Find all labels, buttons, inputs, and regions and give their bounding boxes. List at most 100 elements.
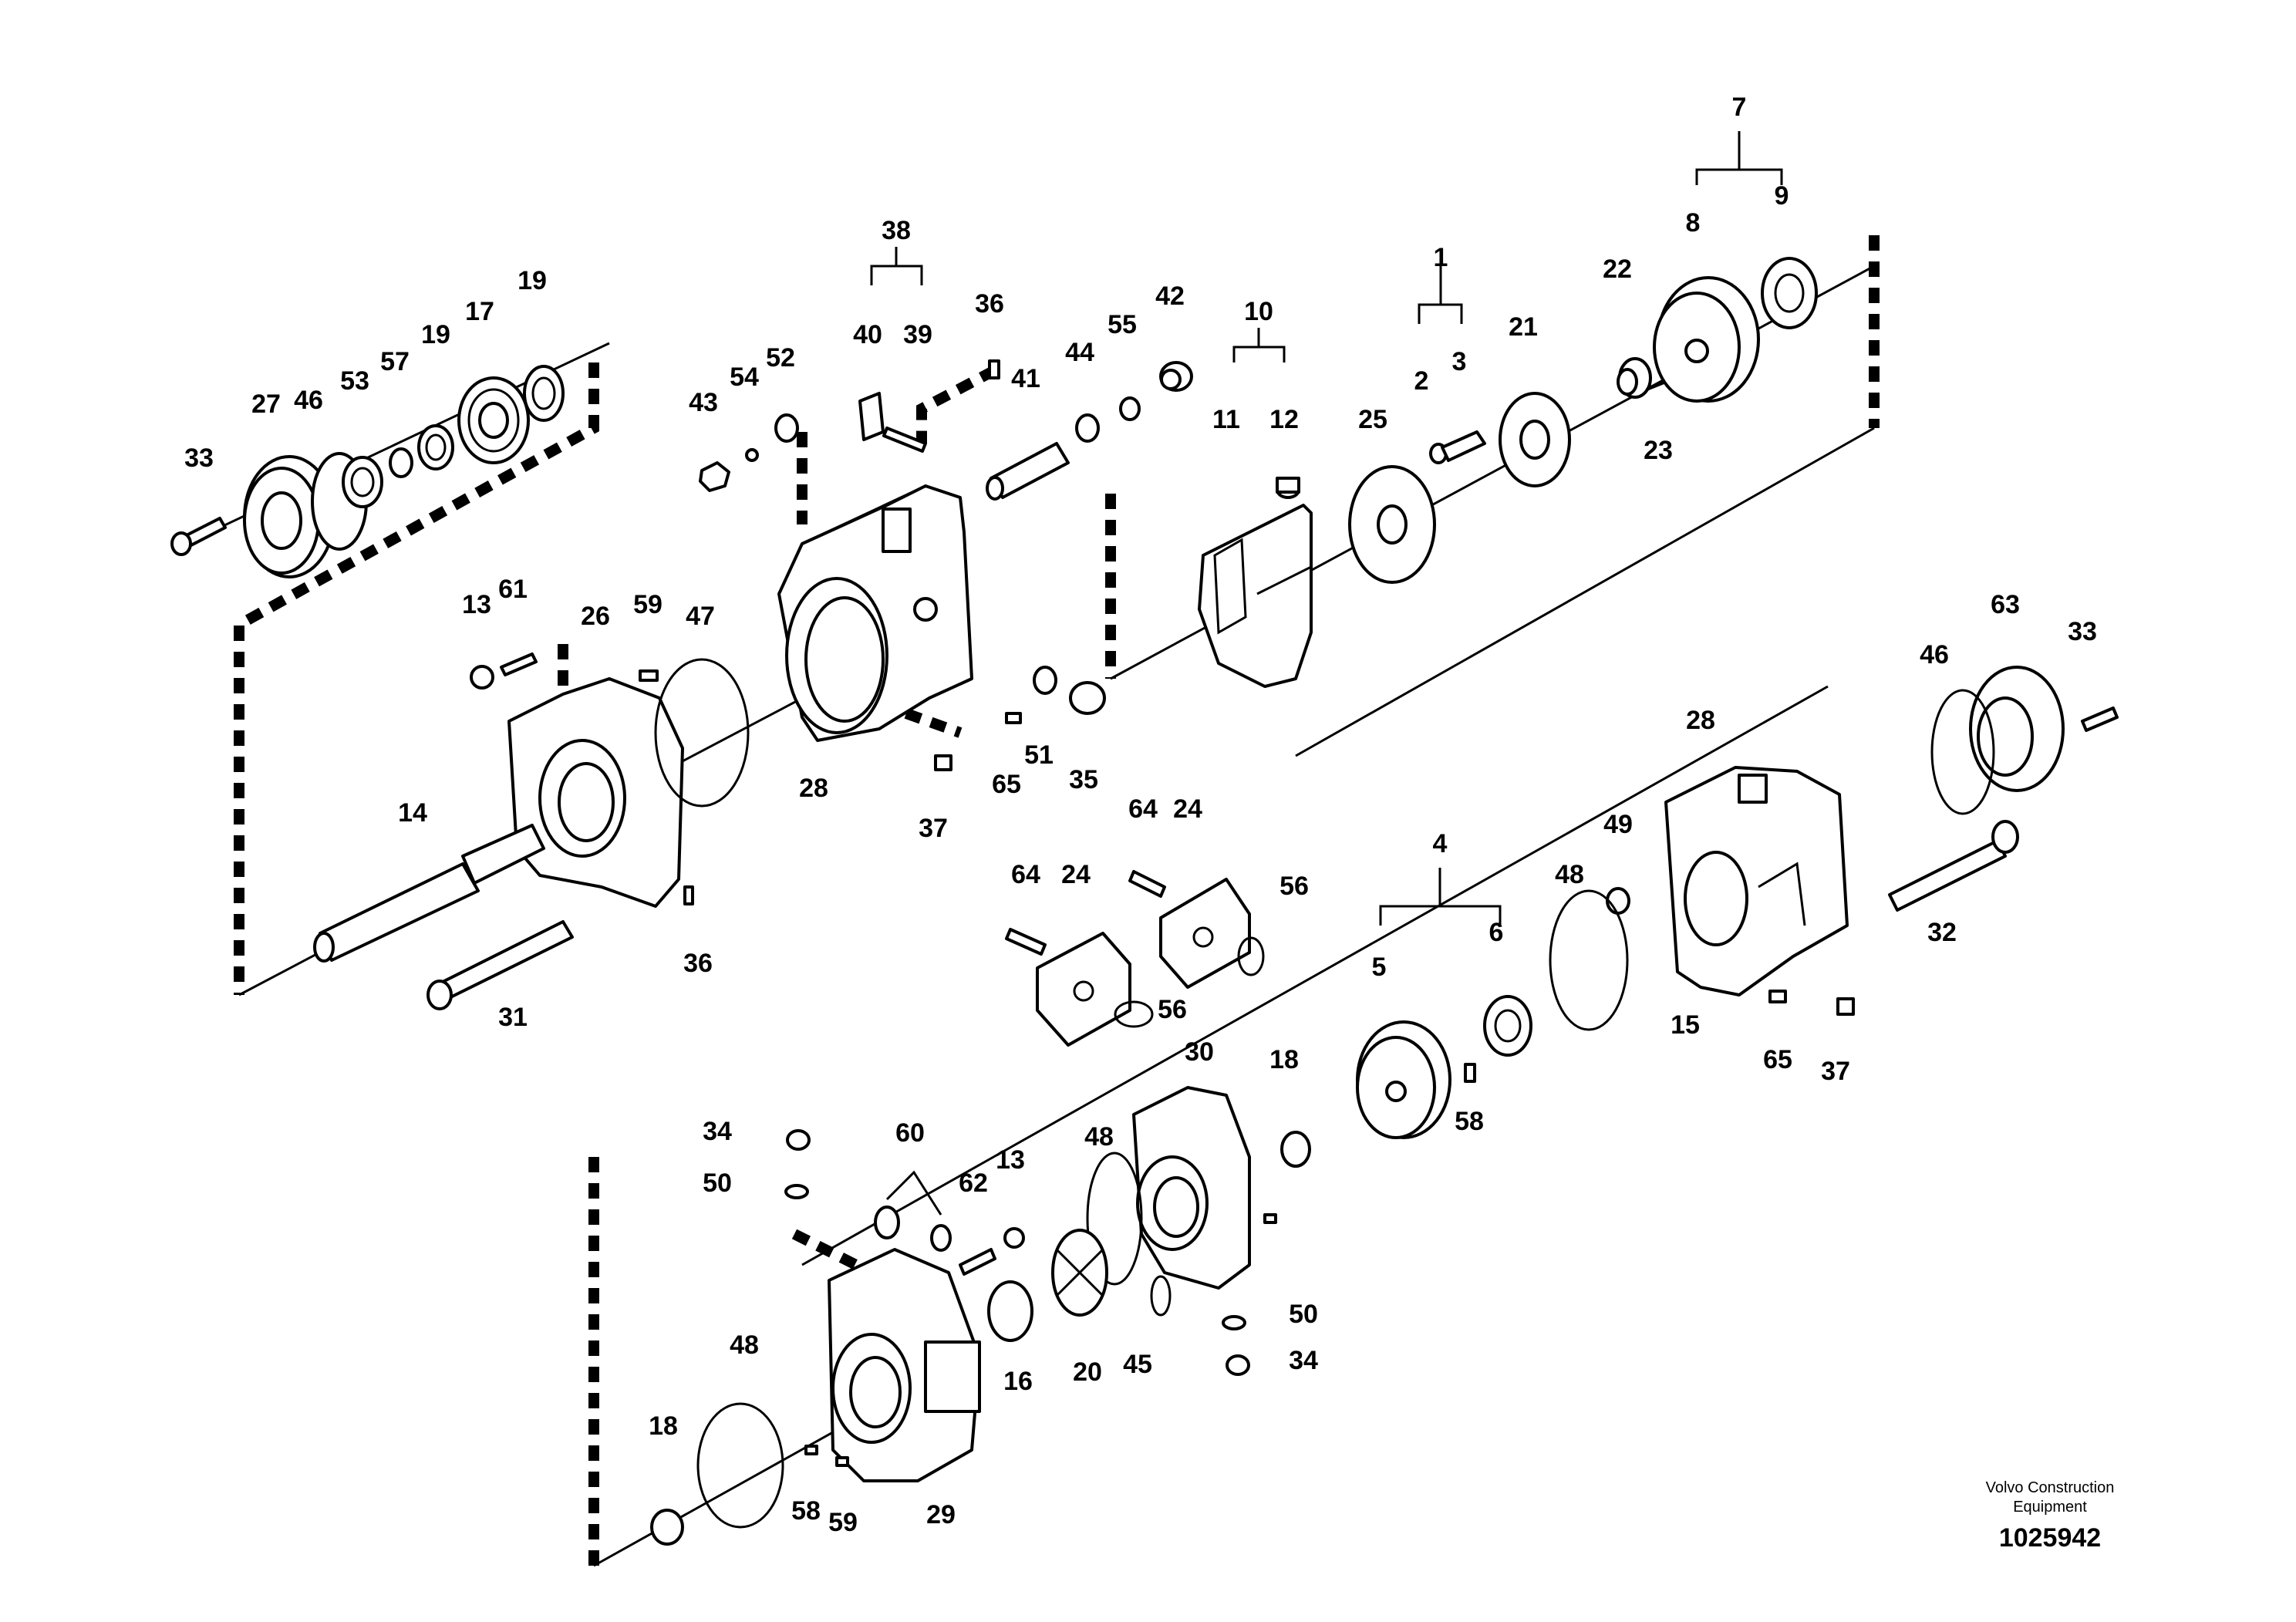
nut-13-bottom bbox=[1003, 1227, 1025, 1249]
callout: 12 bbox=[1269, 405, 1299, 434]
pin-54 bbox=[745, 448, 759, 462]
callout: 11 bbox=[1212, 405, 1240, 434]
pin-39 bbox=[882, 427, 927, 453]
gear-20 bbox=[1051, 1229, 1108, 1317]
ring-50-bottom-right bbox=[1222, 1315, 1246, 1330]
callout: 21 bbox=[1509, 312, 1538, 342]
ring-51 bbox=[1033, 666, 1057, 695]
callout: 64 bbox=[1128, 794, 1158, 824]
retainer-21 bbox=[1499, 392, 1571, 487]
shaft-14 bbox=[313, 824, 545, 963]
ring-52 bbox=[774, 413, 799, 443]
callout: 47 bbox=[686, 602, 715, 631]
callout: 46 bbox=[1920, 640, 1949, 669]
pin-65-right bbox=[1768, 990, 1787, 1003]
callout: 19 bbox=[421, 320, 450, 349]
callout: 6 bbox=[1489, 918, 1504, 947]
nut-43 bbox=[699, 461, 730, 492]
callout: 7 bbox=[1732, 93, 1747, 122]
callout: 32 bbox=[1927, 918, 1957, 947]
callout: 46 bbox=[294, 386, 323, 415]
callout: 52 bbox=[766, 343, 795, 373]
ring-44 bbox=[1075, 413, 1100, 443]
plug-42 bbox=[1159, 361, 1193, 392]
callout: 18 bbox=[649, 1411, 678, 1441]
gear-16 bbox=[987, 1280, 1033, 1342]
callout: 54 bbox=[730, 363, 759, 392]
callout: 20 bbox=[1073, 1357, 1102, 1387]
callout: 27 bbox=[251, 389, 281, 419]
pin-58-right bbox=[1464, 1063, 1476, 1083]
bushing-18-bottom bbox=[650, 1509, 684, 1546]
callout: 26 bbox=[581, 602, 610, 631]
callout: 23 bbox=[1644, 436, 1673, 465]
nut-13-left bbox=[470, 665, 494, 690]
cylinder-block-5 bbox=[1356, 1020, 1451, 1139]
callout: 13 bbox=[462, 590, 491, 619]
callout: 50 bbox=[703, 1168, 732, 1198]
cover-63 bbox=[1969, 666, 2065, 792]
pin-59-bottom-left bbox=[835, 1456, 849, 1467]
callout: 63 bbox=[1991, 590, 2020, 619]
bolt-64-right bbox=[1128, 870, 1166, 898]
callout: 24 bbox=[1061, 860, 1091, 889]
callout: 16 bbox=[1003, 1367, 1033, 1396]
callout: 65 bbox=[992, 770, 1021, 799]
guide-22 bbox=[1617, 357, 1652, 399]
callout: 18 bbox=[1269, 1045, 1299, 1074]
callout: 33 bbox=[2068, 617, 2097, 646]
callout: 37 bbox=[1821, 1057, 1850, 1086]
housing-28-upper bbox=[777, 484, 973, 742]
brand-line-2: Equipment bbox=[2013, 1499, 2087, 1516]
callout: 31 bbox=[498, 1003, 528, 1032]
callout: 49 bbox=[1603, 810, 1633, 839]
ring-19b bbox=[523, 365, 565, 422]
oring-46-right bbox=[1930, 689, 1995, 815]
ring-50-top bbox=[784, 1184, 809, 1199]
leader-lines bbox=[870, 131, 1783, 1216]
callout: 42 bbox=[1155, 282, 1185, 311]
callout: 17 bbox=[465, 297, 494, 326]
drawing-number: 1025942 bbox=[1999, 1523, 2101, 1553]
callout: 34 bbox=[703, 1117, 732, 1146]
callout: 48 bbox=[1555, 860, 1584, 889]
callout: 19 bbox=[518, 266, 547, 295]
callout: 39 bbox=[903, 320, 932, 349]
oring-48-right bbox=[1549, 889, 1629, 1031]
nut-37-right bbox=[1836, 997, 1855, 1016]
stud-62 bbox=[959, 1248, 996, 1276]
ring-57 bbox=[389, 447, 413, 478]
callout-labels: 7 8 9 38 1 22 40 39 36 10 2 3 21 33 27 4… bbox=[184, 93, 2097, 1537]
housing-29 bbox=[828, 1248, 981, 1482]
plate-25 bbox=[1348, 465, 1436, 584]
footer: Volvo Construction Equipment 1025942 bbox=[1986, 1479, 2115, 1553]
plug-35 bbox=[1069, 681, 1106, 715]
callout: 61 bbox=[498, 575, 528, 604]
callout: 34 bbox=[1289, 1346, 1318, 1375]
screw-33-top-left bbox=[170, 517, 227, 556]
swash-plate-11 bbox=[1198, 504, 1313, 688]
callout: 50 bbox=[1289, 1300, 1318, 1329]
callout: 9 bbox=[1775, 181, 1789, 211]
pin-65-top bbox=[1005, 712, 1022, 724]
callout: 15 bbox=[1671, 1010, 1700, 1040]
callout: 59 bbox=[633, 590, 663, 619]
callout: 5 bbox=[1372, 953, 1387, 982]
ring-53 bbox=[342, 456, 383, 508]
callout: 62 bbox=[959, 1168, 988, 1198]
callout: 60 bbox=[895, 1118, 925, 1148]
bearing-17 bbox=[457, 376, 530, 464]
oring-48-bottom-left bbox=[696, 1402, 784, 1529]
callout: 53 bbox=[340, 366, 369, 396]
callout: 44 bbox=[1065, 338, 1094, 367]
callout: 33 bbox=[184, 443, 214, 473]
bolt-32 bbox=[1888, 820, 2019, 912]
callout: 45 bbox=[1123, 1350, 1152, 1379]
cover-26 bbox=[507, 677, 684, 908]
callout: 56 bbox=[1279, 872, 1309, 901]
callout: 2 bbox=[1414, 366, 1429, 396]
callout: 28 bbox=[1686, 706, 1715, 735]
valve-plate-9 bbox=[1761, 257, 1818, 329]
pin-36-top bbox=[988, 359, 1000, 379]
